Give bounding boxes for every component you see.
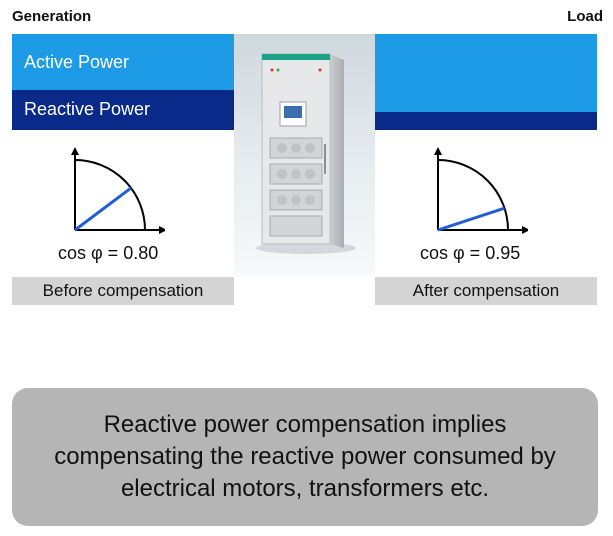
vertical-axis-arrow (434, 147, 442, 155)
compensation-cabinet-image (234, 34, 375, 276)
before-compensation-label: Before compensation (12, 277, 234, 305)
active-power-label: Active Power (24, 52, 130, 72)
cos-phi-after: cos φ = 0.95 (420, 243, 521, 263)
active-power-band-load (375, 34, 597, 112)
generation-label: Generation (12, 8, 92, 25)
vertical-axis-arrow (71, 147, 79, 155)
power-vector (437, 206, 505, 232)
phasor-diagram-after (434, 147, 528, 234)
apparent-power-arc (437, 159, 509, 231)
summary-box: Reactive power compensation implies comp… (12, 388, 598, 526)
power-vector (74, 186, 132, 232)
apparent-power-arc (74, 159, 146, 231)
reactive-power-label: Reactive Power (24, 99, 151, 119)
load-label: Load (567, 8, 603, 25)
after-compensation-label: After compensation (375, 277, 597, 305)
phasor-diagram-before (71, 147, 165, 234)
horizontal-axis-arrow (159, 226, 165, 234)
active-power-band-generation: Active Power (12, 34, 234, 90)
reactive-power-band-load (375, 112, 597, 130)
horizontal-axis-arrow (522, 226, 528, 234)
summary-text: Reactive power compensation implies comp… (54, 411, 556, 502)
cos-phi-before: cos φ = 0.80 (58, 243, 159, 263)
reactive-power-band-generation: Reactive Power (12, 90, 234, 130)
